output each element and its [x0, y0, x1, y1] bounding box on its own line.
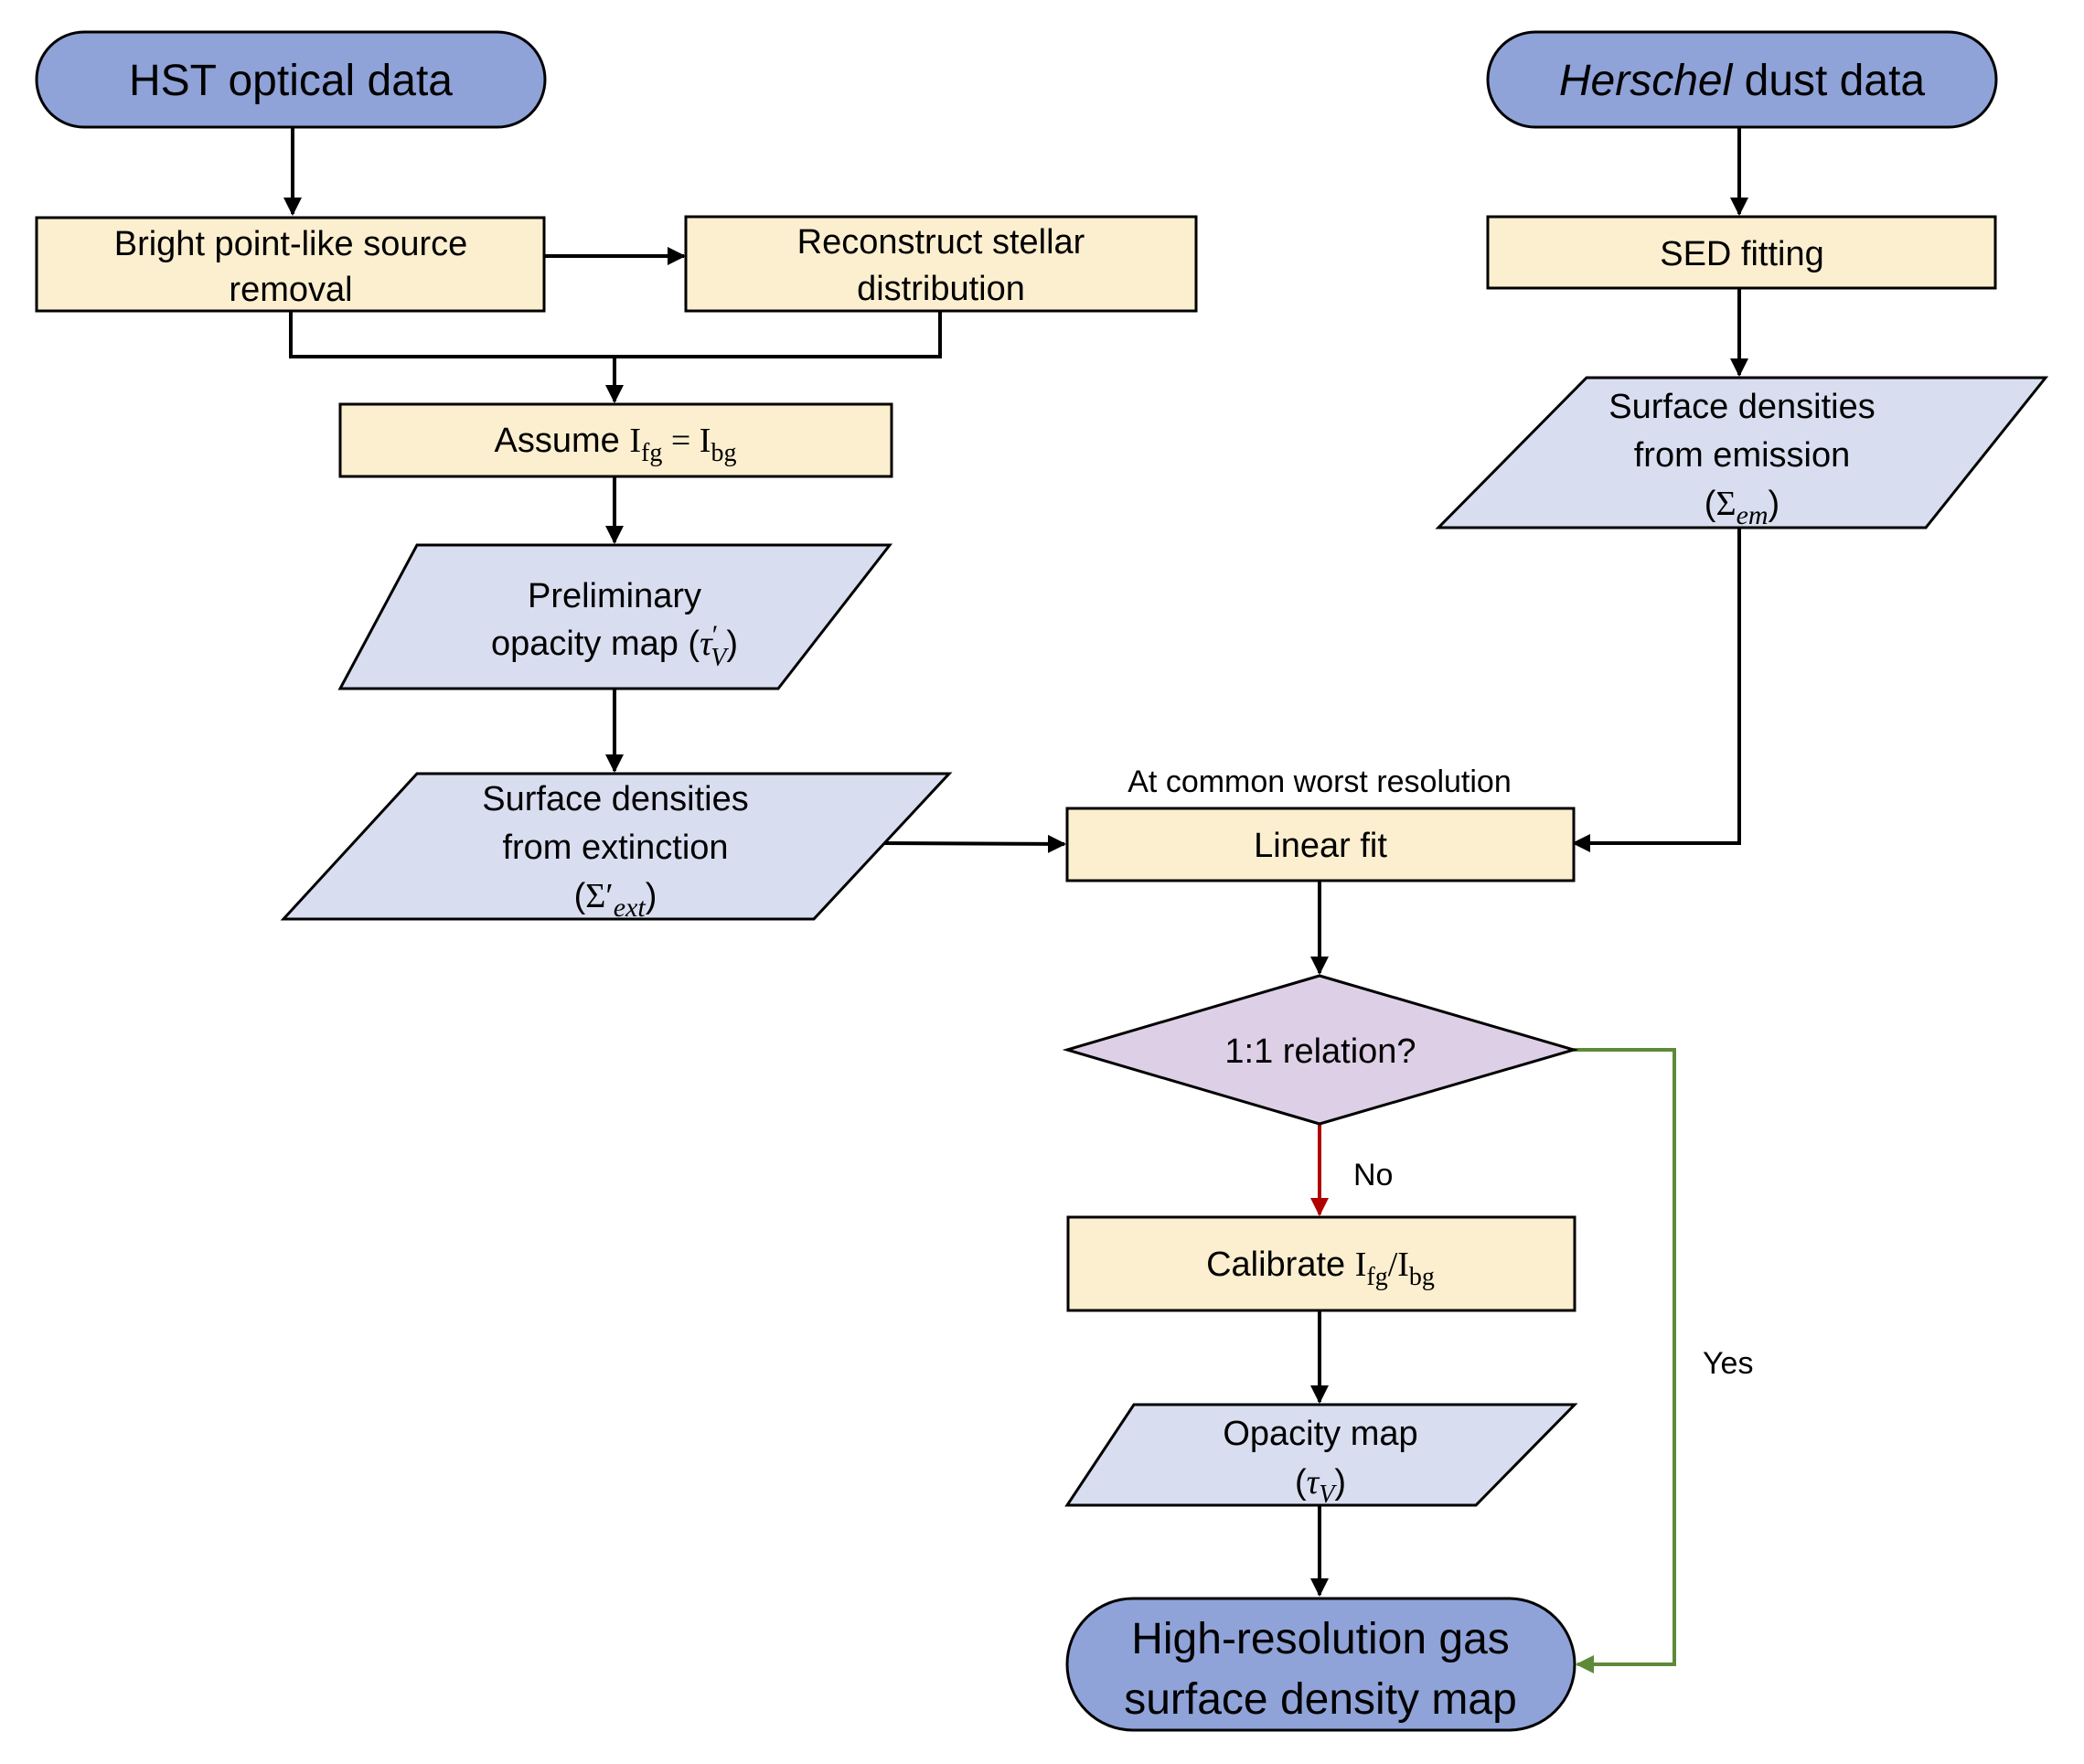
node-relation-decision: 1:1 relation?	[1062, 974, 1579, 1126]
node-label: Calibrate Ifg/Ibg	[1206, 1245, 1435, 1291]
terminal-shape	[1486, 30, 1998, 129]
node-label-line1: Opacity map	[1223, 1415, 1417, 1453]
subscript-fg: fg	[641, 439, 662, 467]
node-assume: Assume Ifg = Ibg	[338, 402, 893, 478]
node-opacity-map: Opacity map (τV)	[1064, 1403, 1578, 1509]
node-surface-densities-emission: Surface densities from emission (Σem)	[1435, 376, 2049, 530]
symbol-i: I	[1397, 1245, 1409, 1284]
node-herschel-dust-data: Herschel dust data	[1486, 30, 1998, 129]
data-shape	[1435, 376, 2049, 529]
label-prefix: opacity map (	[491, 625, 700, 663]
symbol-sigma: Σ	[585, 877, 605, 915]
node-label: Linear fit	[1254, 827, 1387, 865]
slash: /	[1388, 1245, 1398, 1284]
symbol-i: I	[700, 422, 711, 460]
equals-sign: =	[662, 422, 699, 460]
open-paren: (	[1295, 1463, 1307, 1502]
node-label-line2: opacity map (τ′V)	[491, 620, 738, 672]
subscript-em: em	[1737, 500, 1769, 530]
node-label: HST optical data	[129, 57, 453, 105]
node-label-line3: (Σem)	[1705, 485, 1779, 530]
process-shape	[1065, 807, 1576, 882]
symbol-prime: ′	[605, 877, 613, 915]
linear-fit-note: At common worst resolution	[1127, 764, 1512, 799]
label-rest: dust data	[1732, 57, 1925, 105]
node-label: SED fitting	[1660, 235, 1824, 273]
node-surface-densities-extinction: Surface densities from extinction (Σ′ext…	[280, 772, 953, 923]
symbol-i: I	[1355, 1245, 1367, 1284]
open-paren: (	[1705, 485, 1716, 523]
node-label-line2: surface density map	[1124, 1675, 1517, 1724]
open-paren: (	[574, 877, 586, 915]
node-label-line2: removal	[229, 271, 352, 309]
node-label-line1: High-resolution gas	[1131, 1615, 1510, 1663]
edge-relation-yes	[1574, 1048, 1676, 1673]
node-linear-fit: At common worst resolution Linear fit	[1065, 764, 1576, 882]
symbol-sigma: Σ	[1715, 485, 1736, 523]
node-calibrate: Calibrate Ifg/Ibg	[1066, 1215, 1576, 1312]
data-shape	[1064, 1403, 1578, 1507]
edges	[283, 128, 1748, 1673]
node-sed-fitting: SED fitting	[1486, 215, 1997, 290]
label-italic: Herschel	[1559, 57, 1734, 105]
edge-label-yes: Yes	[1703, 1346, 1753, 1381]
node-label-line2: (τV)	[1295, 1463, 1346, 1509]
node-label: Assume Ifg = Ibg	[495, 422, 737, 467]
node-reconstruct-stellar: Reconstruct stellar distribution	[684, 215, 1198, 313]
close-paren: )	[646, 877, 657, 915]
node-label: 1:1 relation?	[1224, 1032, 1416, 1071]
edge-emission-to-linearfit	[1572, 529, 1741, 852]
node-label-line1: Bright point-like source	[114, 225, 468, 263]
terminal-shape	[1065, 1597, 1576, 1732]
node-label-line2: distribution	[857, 270, 1025, 308]
subscript-ext: ext	[614, 893, 647, 923]
edge-reconstruct-to-merge	[615, 311, 942, 358]
subscript-bg: bg	[711, 439, 736, 467]
node-label-line2: from extinction	[502, 829, 728, 867]
subscript-bg: bg	[1409, 1263, 1435, 1291]
node-hst-optical-data: HST optical data	[35, 30, 547, 129]
data-shape	[337, 543, 893, 690]
decision-shape	[1062, 974, 1579, 1126]
process-shape	[35, 216, 546, 313]
process-shape	[1486, 215, 1997, 290]
edge-label-no: No	[1353, 1158, 1393, 1192]
close-paren: )	[1334, 1463, 1346, 1502]
close-paren: )	[726, 625, 738, 663]
node-label: Herschel dust data	[1559, 57, 1926, 105]
node-high-resolution-gas-map: High-resolution gas surface density map	[1065, 1597, 1576, 1732]
subscript-v: V	[1319, 1481, 1337, 1509]
node-bright-source-removal: Bright point-like source removal	[35, 216, 546, 313]
process-shape	[1066, 1215, 1576, 1312]
data-shape	[280, 772, 953, 921]
symbol-tau: τ	[1307, 1463, 1320, 1502]
subscript-v: V	[711, 644, 729, 672]
node-label-line1: Reconstruct stellar	[797, 223, 1085, 262]
edge-bright-to-merge	[289, 311, 615, 358]
label-prefix: Calibrate	[1206, 1245, 1355, 1284]
node-label-line3: (Σ′ext)	[574, 877, 657, 923]
process-shape	[684, 215, 1198, 313]
symbol-i: I	[629, 422, 641, 460]
node-label-line2: from emission	[1634, 436, 1851, 475]
terminal-shape	[35, 30, 547, 129]
subscript-fg: fg	[1366, 1263, 1387, 1291]
symbol-tau: τ	[700, 625, 713, 663]
label-prefix: Assume	[495, 422, 630, 460]
edge-extinction-to-linearfit	[880, 834, 1066, 853]
symbol-prime: ′	[712, 620, 719, 650]
process-shape	[338, 402, 893, 478]
close-paren: )	[1769, 485, 1780, 523]
node-preliminary-opacity-map: Preliminary opacity map (τ′V)	[337, 543, 893, 690]
node-label-line1: Preliminary	[528, 577, 701, 615]
node-label-line1: Surface densities	[482, 780, 749, 818]
node-label-line1: Surface densities	[1608, 388, 1876, 426]
